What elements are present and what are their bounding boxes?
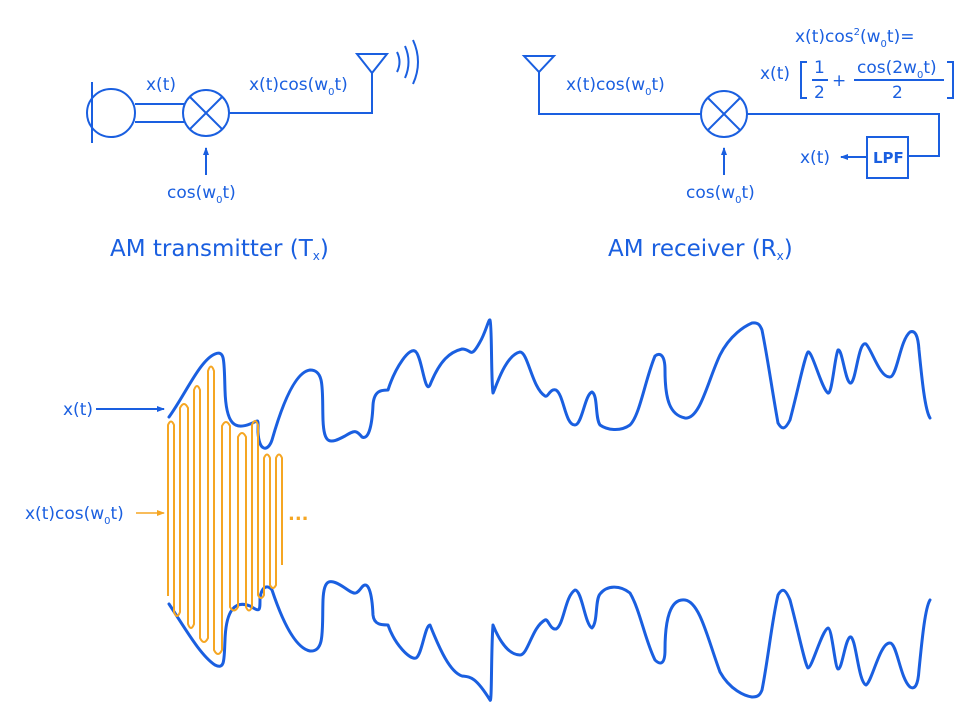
- fraction2-numerator: cos(2w0t): [857, 58, 937, 81]
- rx-input-label: x(t)cos(w0t): [566, 75, 665, 98]
- rx-mixer-icon: [700, 90, 748, 138]
- microphone-icon: [86, 82, 136, 143]
- left-bracket: [800, 61, 807, 99]
- rx-carrier-label: cos(w0t): [686, 183, 755, 206]
- antenna-icon: [354, 53, 390, 75]
- envelope-label: x(t): [63, 400, 93, 420]
- tx-title: AM transmitter (Tx): [110, 236, 329, 263]
- rx-title: AM receiver (Rx): [608, 236, 793, 263]
- am-receiver: LPF x(t) x(t)cos(w0t) cos(w0t) x(t)cos2(…: [521, 27, 954, 263]
- radio-waves-icon: [396, 39, 419, 85]
- fraction1-denominator: 2: [814, 83, 825, 103]
- rx-input-line: [538, 72, 701, 115]
- tx-input-label: x(t): [146, 75, 176, 95]
- rx-antenna-icon: [521, 55, 557, 74]
- right-bracket: [947, 61, 954, 99]
- lpf-label: LPF: [873, 149, 904, 167]
- continuation-ellipsis: ...: [288, 504, 309, 525]
- tx-carrier-label: cos(w0t): [167, 183, 236, 206]
- am-transmitter: x(t) x(t)cos(w0t) cos(w0t) AM transmitte…: [86, 39, 419, 263]
- mixer-icon: [182, 89, 230, 137]
- lower-envelope: [167, 580, 932, 702]
- fraction1-numerator: 1: [814, 58, 825, 78]
- rx-output-label: x(t): [800, 148, 830, 168]
- equation-line-1: x(t)cos2(w0t)=: [795, 27, 914, 50]
- rx-mixer-output-line: [747, 113, 940, 157]
- upper-envelope: [167, 318, 932, 450]
- tx-output-line: [229, 73, 373, 114]
- demodulation-equation: x(t)cos2(w0t)= x(t) 1 2 + cos(2w0t) 2: [760, 27, 954, 103]
- fraction2-denominator: 2: [892, 83, 903, 103]
- modulated-carrier: [167, 365, 283, 655]
- am-waveform: ... x(t) x(t)cos(w0t): [25, 318, 932, 702]
- modulated-label: x(t)cos(w0t): [25, 504, 124, 527]
- equation-prefix: x(t): [760, 64, 790, 84]
- plus-sign: +: [832, 71, 846, 91]
- tx-output-label: x(t)cos(w0t): [249, 75, 348, 98]
